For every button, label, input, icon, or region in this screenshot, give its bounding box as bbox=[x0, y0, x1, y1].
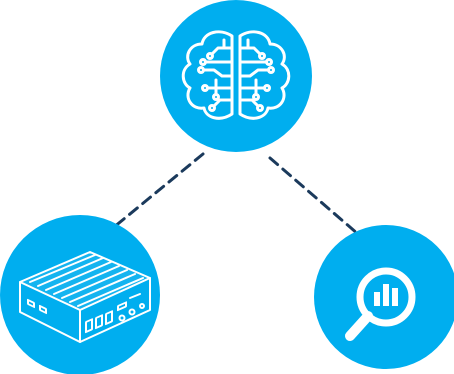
node-analytics bbox=[314, 225, 454, 369]
node-ai bbox=[160, 0, 312, 152]
node-hardware-circle bbox=[0, 215, 160, 374]
fanless-mini-pc-icon bbox=[19, 251, 151, 343]
magnifier-bar-chart-icon bbox=[345, 267, 416, 341]
node-ai-circle bbox=[160, 0, 312, 152]
connector-ai-to-hardware bbox=[106, 152, 205, 234]
node-hardware bbox=[0, 215, 160, 374]
brain-circuit-icon bbox=[181, 30, 291, 120]
connector-ai-to-analytics bbox=[268, 156, 360, 236]
